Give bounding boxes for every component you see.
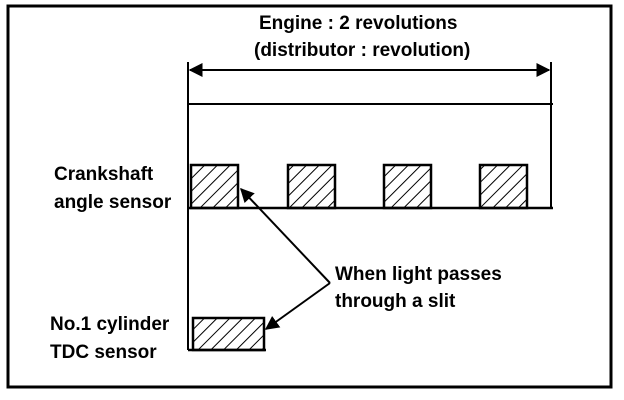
tdc-pulse [191, 316, 266, 352]
crank-label-line-2: angle sensor [54, 192, 172, 213]
callout-arrow-tdc [264, 282, 331, 330]
header-line-2: (distributor : revolution) [254, 40, 470, 61]
tdc-label-line-1: No.1 cylinder [50, 314, 170, 335]
crank-pulse-2 [286, 163, 337, 210]
crank-pulse-4 [478, 163, 529, 210]
outer-frame [6, 4, 613, 389]
header-line-1: Engine : 2 revolutions [259, 13, 457, 34]
callout-line-2: through a slit [335, 291, 456, 312]
callout-arrow-crank [240, 187, 331, 284]
crank-pulse-3 [382, 163, 433, 210]
callout-line-1: When light passes [335, 264, 502, 285]
crank-label-line-1: Crankshaft [54, 164, 154, 185]
crank-pulse-1 [189, 163, 240, 210]
tdc-label-line-2: TDC sensor [50, 342, 157, 363]
